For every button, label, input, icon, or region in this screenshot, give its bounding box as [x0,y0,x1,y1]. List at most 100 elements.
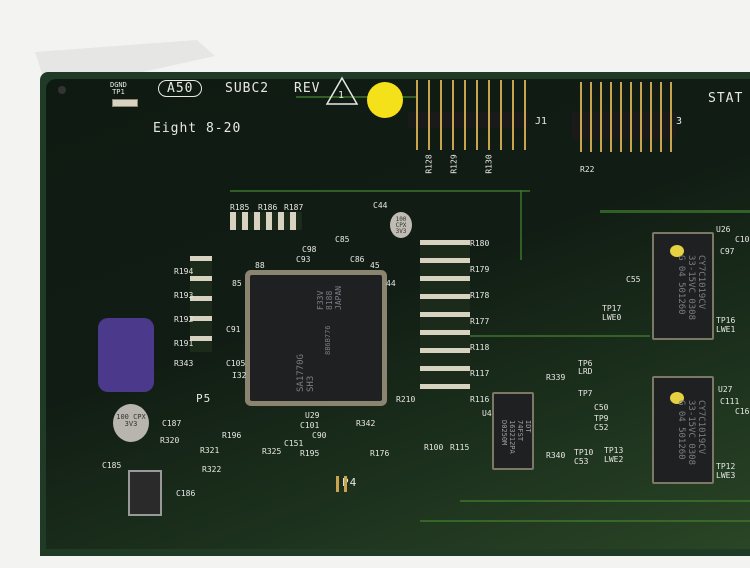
label-r343: R343 [174,359,194,368]
connector-3-label: 3 [676,116,683,127]
regulator [128,470,162,516]
label-r196: R196 [222,431,242,440]
buffer-text-line: IDT [524,420,532,433]
label-r210: R210 [396,395,416,404]
label-c52: C52 [594,423,609,432]
label-u27: U27 [718,385,733,394]
test-point-pad [112,99,138,107]
j1-label: J1 [535,116,548,127]
label-r180: R180 [470,239,490,248]
connector-3 [572,112,676,140]
label-c101: C101 [300,421,320,430]
test-point-label-text: DGND [110,81,127,89]
label-c85: C85 [335,235,350,244]
mounting-hole [58,86,66,94]
rev-label: REV [294,81,321,96]
resistor-array [420,240,470,390]
label-r178: R178 [470,291,490,300]
jumper-p4 [336,476,339,492]
solder-mask [46,79,750,549]
yellow-dot [670,392,684,404]
label-r129: R129 [449,154,459,174]
cpu-chip [250,275,382,401]
sram-1-text-line: 33-15VC 0308 [686,255,696,321]
label-r100: R100 [424,443,444,452]
cpu-text-line: SH3 [306,375,316,392]
stat-label: STAT [708,91,744,106]
pin-45-label: 45 [370,261,380,270]
label-c91: C91 [226,325,241,334]
label-c93: C93 [296,255,311,264]
test-point-id: TP1 [112,88,125,96]
label-r191: R191 [174,339,194,348]
resistor-array [230,212,302,230]
sram-1-text-line: G 04 501260 [676,255,686,315]
label-lwe0: LWE0 [602,313,622,322]
label-c163: C163 [735,407,750,416]
label-r130: R130 [484,154,494,174]
label-p4: P4 [342,476,358,489]
buffer-chip [492,392,534,470]
assembly-id: A50 [158,80,203,97]
sram-2-text: CY7C1019CV 33-15VC 0308 G 04 501260 [676,400,706,465]
label-c55: C55 [626,275,641,284]
cpu-text-line: F33V [316,290,325,310]
label-r322: R322 [202,465,222,474]
buffer-text-line: 74FST [516,420,524,442]
label-r118: R118 [470,343,490,352]
board-name: SUBC2 [225,81,270,96]
electrolytic-capacitor-large [98,318,154,392]
label-tp7: TP7 [578,389,593,398]
cpu-text-line: SA1770G [296,354,306,392]
label-r117: R117 [470,369,490,378]
pin-44-label: 44 [386,279,396,288]
label-c90: C90 [312,431,327,440]
label-tp12-id: TP12 [716,462,736,471]
trace [600,210,750,213]
label-lrd: LRD [578,367,593,376]
label-c50: C50 [594,403,609,412]
label-c105: C105 [226,359,246,368]
label-tp16-id: TP16 [716,316,736,325]
label-r342: R342 [356,419,376,428]
label-i32: I32 [232,371,247,380]
label-tp13-id: TP13 [604,446,624,455]
label-lwe3: LWE3 [716,471,736,480]
label-c185: C185 [102,461,122,470]
label-tp6-id: TP6 [578,359,593,368]
cpu-text-line: 8188 [325,290,334,310]
header-pins [580,82,582,152]
board-note: Eight 8-20 [153,121,242,136]
label-tp10-id: TP10 [574,448,594,457]
cpu-text-2: 8B6B776 [324,325,332,355]
trace [460,500,750,502]
sram-2-text-line: CY7C1019CV [696,400,706,455]
buffer-text-line: 163212PA [508,420,516,454]
label-r340: R340 [546,451,566,460]
trace [420,520,750,522]
label-r320: R320 [160,436,180,445]
rev-number: 1 [338,90,345,101]
label-u26: U26 [716,225,731,234]
label-c111: C111 [720,397,740,406]
label-u29: U29 [305,411,320,420]
label-r179: R179 [470,265,490,274]
buffer-text-line: D0250M [500,420,508,446]
sram-2-text-line: G 04 501260 [676,400,686,460]
buffer-text: IDT 74FST 163212PA D0250M [500,420,532,454]
label-p5: P5 [196,392,212,405]
capacitor-c44: 100 CPX 3V3 [390,212,412,238]
label-r22: R22 [580,165,595,174]
label-r187: R187 [284,203,304,212]
label-r186: R186 [258,203,278,212]
trace [230,190,530,192]
trace [420,335,650,337]
label-c97: C97 [720,247,735,256]
